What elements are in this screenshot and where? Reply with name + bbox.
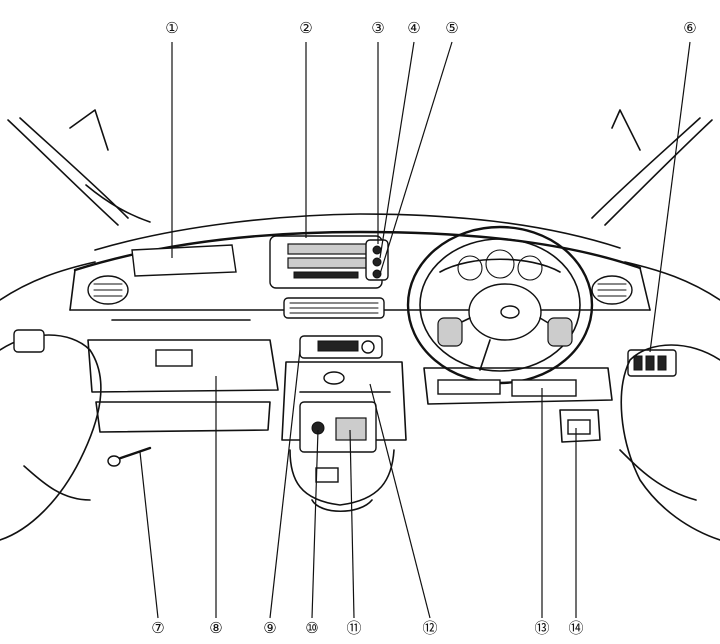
right-vent xyxy=(591,275,633,305)
callout-10: ⑩ xyxy=(305,619,318,637)
callout-11: ⑪ xyxy=(346,619,361,637)
callout-13: ⑬ xyxy=(534,619,549,637)
climate-control xyxy=(299,335,383,359)
pedals xyxy=(559,409,601,443)
right-pillar xyxy=(591,109,720,301)
leader-lines xyxy=(139,41,691,619)
right-lower-dash xyxy=(423,367,613,405)
lower-console xyxy=(299,401,377,453)
callout-5: ⑤ xyxy=(445,19,458,37)
console-base xyxy=(289,449,395,512)
hood-release xyxy=(107,446,152,467)
center-switches xyxy=(365,239,389,281)
instrument-cluster xyxy=(439,249,561,281)
callout-12: ⑫ xyxy=(422,619,437,637)
audio-unit xyxy=(269,235,383,289)
window-switches xyxy=(627,349,677,377)
callout-14: ⑭ xyxy=(568,619,583,637)
left-pillar xyxy=(0,109,151,301)
right-door xyxy=(619,344,720,541)
callout-4: ④ xyxy=(407,19,420,37)
lower-glovebox xyxy=(87,319,279,433)
callout-1: ① xyxy=(165,19,178,37)
left-vent xyxy=(87,275,129,305)
callout-7: ⑦ xyxy=(151,619,164,637)
callout-9: ⑨ xyxy=(263,619,276,637)
upper-glovebox xyxy=(131,244,237,277)
center-console xyxy=(281,361,407,441)
callout-8: ⑧ xyxy=(209,619,222,637)
left-door xyxy=(0,329,102,541)
callout-2: ② xyxy=(299,19,312,37)
callouts: ① ② ③ ④ ⑤ ⑥ ⑦ ⑧ ⑨ ⑩ ⑪ ⑫ ⑬ ⑭ xyxy=(151,19,696,637)
center-vent xyxy=(283,297,385,319)
callout-6: ⑥ xyxy=(683,19,696,37)
callout-3: ③ xyxy=(371,19,384,37)
